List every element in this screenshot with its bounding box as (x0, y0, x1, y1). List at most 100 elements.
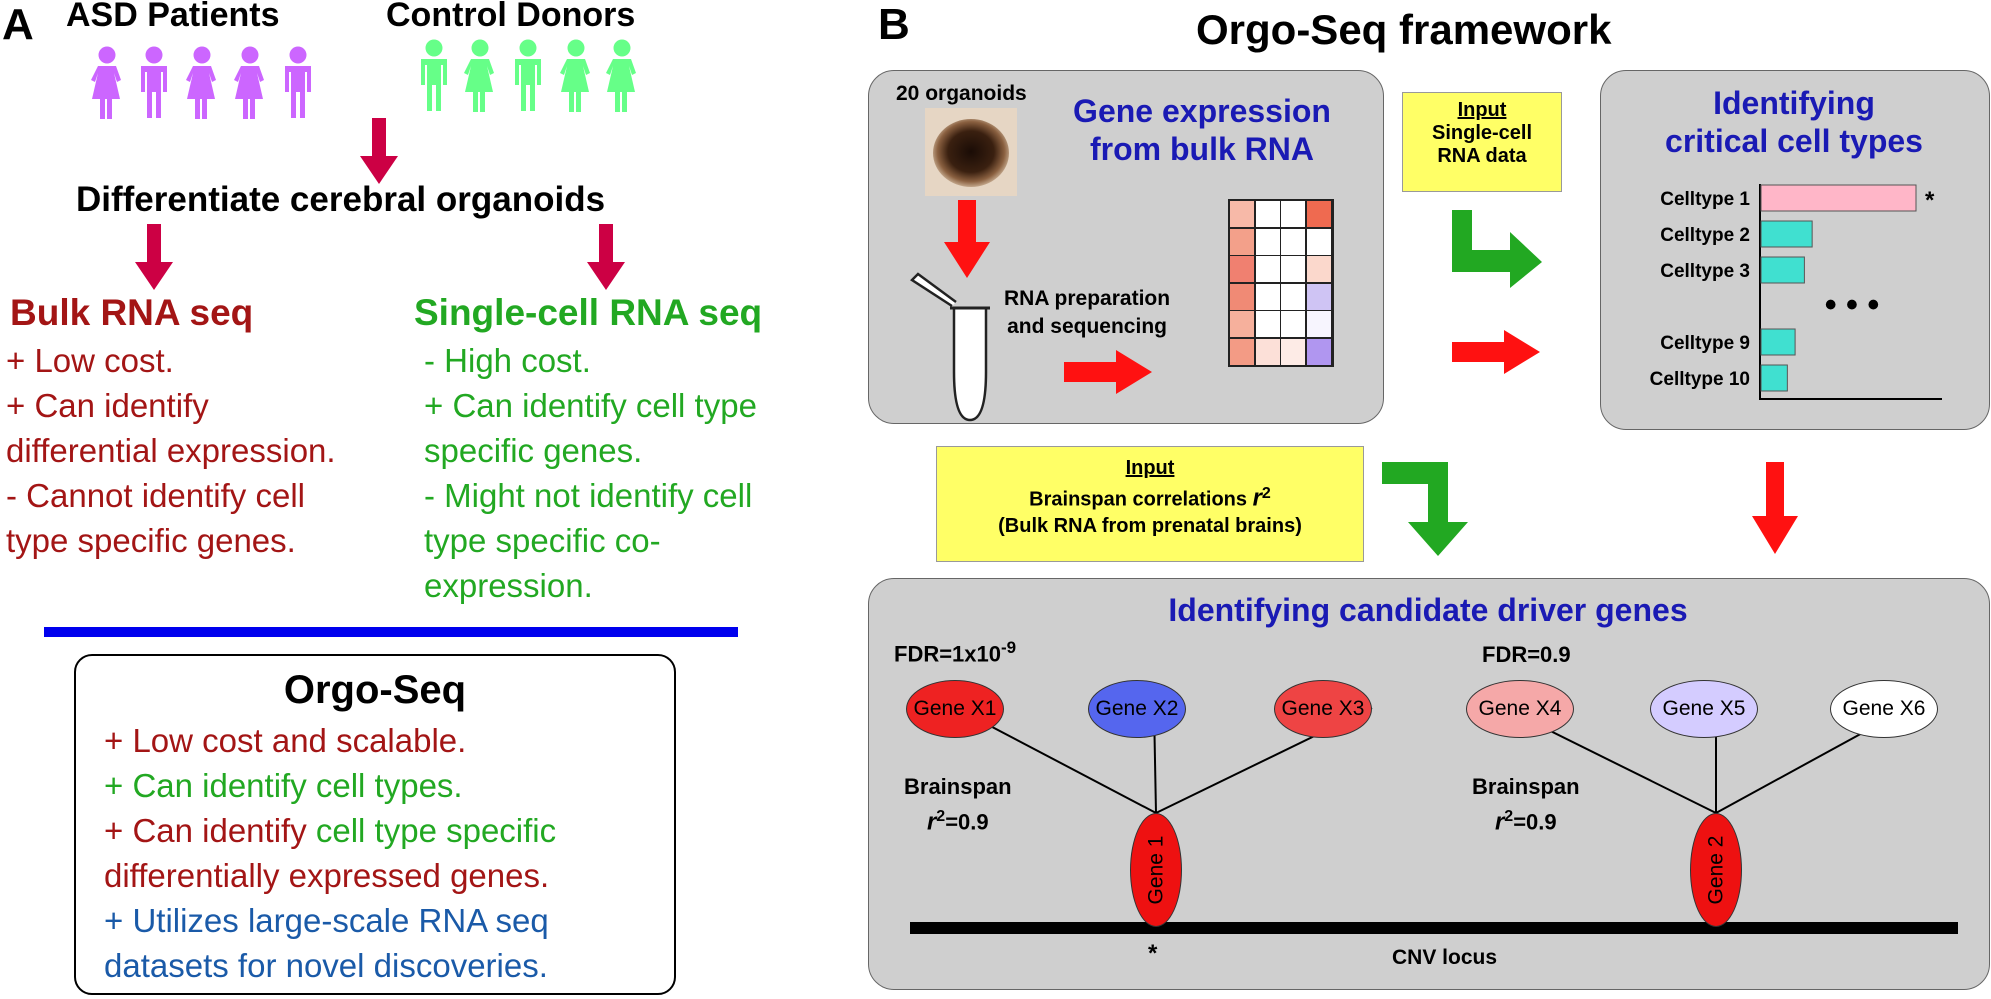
orgo-line: + Can identify cell type specific (104, 808, 556, 853)
down-arrow-icon (587, 224, 625, 290)
down-arrow-icon (135, 224, 173, 290)
gene-label: Gene X5 (1662, 697, 1746, 720)
bulk-line: + Low cost. (6, 342, 174, 379)
control-icon (464, 39, 494, 112)
input-line: Brainspan correlations r2 (937, 481, 1363, 513)
celltype-label: Celltype 1 (1660, 189, 1750, 210)
celltype-label: Celltype 9 (1660, 333, 1750, 354)
heatmap-cell (1230, 311, 1254, 337)
gene-label: Gene X3 (1281, 697, 1365, 720)
celltype-bar (1760, 184, 1917, 212)
significance-star: * (1148, 940, 1158, 967)
fdr-exponent: -9 (1001, 638, 1017, 657)
organoids-label: 20 organoids (896, 82, 1027, 105)
fdr-label-1: FDR=1x10-9 (894, 638, 1016, 667)
divider (44, 627, 738, 637)
significance-star: * (1925, 187, 1935, 214)
heatmap-grid (1228, 199, 1334, 367)
heatmap-cell (1281, 228, 1305, 255)
critical-cell-types-title: Identifying critical cell types (1600, 84, 1988, 160)
celltype-label: Celltype 2 (1660, 225, 1750, 246)
single-line: type specific co- (424, 522, 661, 559)
down-arrow-icon (360, 118, 398, 184)
heatmap-cell (1281, 338, 1305, 365)
gene-expression-line: from bulk RNA (1090, 131, 1314, 167)
down-arrow-icon (1752, 462, 1798, 554)
celltype-bar (1760, 328, 1796, 356)
heatmap-cell (1306, 283, 1331, 310)
heatmap-cell (1306, 338, 1331, 365)
bulk-rna-seq-title: Bulk RNA seq (10, 292, 254, 333)
heatmap-cell (1255, 283, 1280, 310)
green-bent-arrow-icon (1452, 210, 1542, 288)
bulk-line: type specific genes. (6, 522, 296, 559)
gene-node: Gene X3 (1274, 680, 1372, 738)
input-heading: Input (1125, 457, 1175, 479)
cnv-gene-label: Gene 2 (1704, 835, 1728, 905)
organoid-image (925, 108, 1017, 196)
panel-letter-b: B (878, 0, 910, 49)
cnv-gene-node: Gene 2 (1690, 813, 1742, 927)
gene-label: Gene X2 (1095, 697, 1179, 720)
cnv-gene-node: Gene 1 (1130, 813, 1182, 927)
superscript: 2 (1261, 485, 1271, 502)
gene-node: Gene X1 (906, 680, 1004, 738)
patient-icon (186, 46, 216, 119)
single-cell-rna-seq-list: - High cost. + Can identify cell type sp… (424, 338, 757, 608)
celltype-label: Celltype 10 (1650, 369, 1750, 390)
input-single-cell-box: Input Single-cell RNA data (1402, 92, 1562, 192)
patient-icon (91, 46, 121, 119)
heatmap-cell (1230, 338, 1254, 365)
input-heading: Input (1457, 99, 1507, 121)
input-text: Brainspan correlations (1029, 488, 1253, 511)
gene-node: Gene X5 (1650, 680, 1758, 738)
orgo-line: datasets for novel discoveries. (104, 947, 548, 984)
r2-text: r2=0.9 (1472, 802, 1580, 837)
framework-title: Orgo-Seq framework (1196, 6, 1612, 53)
heatmap-cell (1281, 311, 1305, 337)
heatmap-cell (1255, 256, 1280, 282)
heatmap-cell (1255, 201, 1280, 227)
gene-network-lines (910, 707, 1958, 934)
single-cell-rna-seq-title: Single-cell RNA seq (414, 292, 763, 333)
down-arrow-icon (944, 200, 990, 278)
orgo-seq-box: Orgo-Seq + Low cost and scalable. + Can … (74, 654, 676, 995)
brainspan-text: Brainspan (904, 774, 1012, 799)
orgo-seq-title: Orgo-Seq (283, 668, 467, 712)
gene-label: Gene X6 (1842, 697, 1926, 720)
r-symbol: r (1494, 808, 1505, 836)
bulk-line: differential expression. (6, 432, 336, 469)
heatmap-cell (1281, 201, 1305, 227)
single-line: + Can identify cell type (424, 387, 757, 424)
heatmap-cell (1306, 256, 1331, 282)
patient-icon (234, 46, 264, 119)
control-icon (515, 39, 541, 111)
r2-value: =0.9 (1513, 809, 1557, 835)
heatmap-cell (1306, 311, 1331, 337)
critical-cell-types-box (1600, 70, 1990, 430)
tube-icon (910, 272, 990, 422)
input-line: (Bulk RNA from prenatal brains) (998, 514, 1302, 537)
single-line: expression. (424, 567, 593, 604)
superscript: 2 (1504, 808, 1514, 825)
input-line: Single-cell (1431, 122, 1533, 144)
orgo-line: + Can identify cell types. (104, 767, 463, 804)
patient-icon (141, 46, 167, 118)
heatmap-cell (1306, 201, 1331, 227)
right-arrow-icon (1452, 330, 1540, 374)
heatmap-cell (1281, 283, 1305, 310)
cnv-locus-label: CNV locus (1392, 946, 1498, 969)
ellipsis-dots: • • • (1825, 286, 1880, 324)
control-icon (560, 39, 590, 112)
gene-node: Gene X6 (1830, 680, 1938, 738)
orgo-line-part: cell type specific (315, 812, 557, 849)
orgo-line-part: + Can identify (104, 812, 316, 849)
heatmap-cell (1230, 201, 1254, 227)
heatmap-cell (1255, 311, 1280, 337)
gene-label: Gene X1 (913, 697, 997, 720)
single-line: specific genes. (424, 432, 643, 469)
orgo-line: + Utilizes large-scale RNA seq (104, 902, 549, 939)
asd-patients-label: ASD Patients (66, 0, 280, 34)
green-bent-arrow-icon (1382, 462, 1468, 556)
